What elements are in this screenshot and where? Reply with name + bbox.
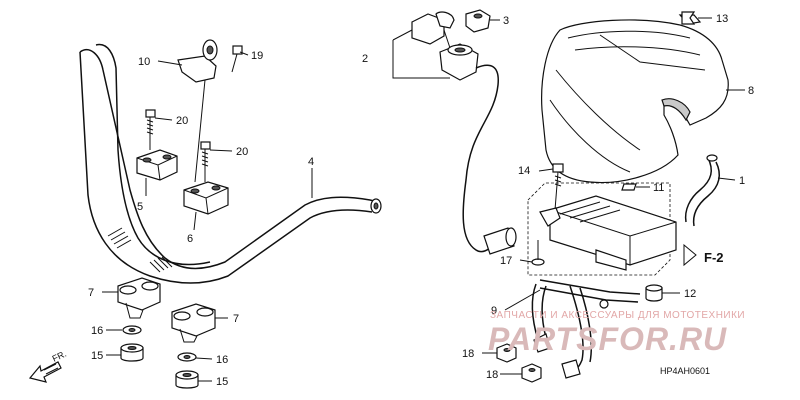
bracket-9	[531, 279, 641, 379]
reference-arrow	[683, 243, 697, 267]
bracket-line-2	[392, 29, 450, 79]
callout-20-right: 20	[236, 146, 248, 158]
nut-18-upper	[496, 343, 517, 363]
callout-18-upper: 18	[462, 348, 474, 360]
bolt-20-left	[145, 109, 156, 150]
callout-8: 8	[748, 85, 754, 97]
control-module	[549, 195, 677, 271]
front-direction-label: FR.	[51, 349, 68, 364]
callout-14: 14	[518, 165, 530, 177]
clip-13	[681, 11, 696, 25]
callout-4: 4	[308, 156, 314, 168]
callout-17: 17	[500, 255, 512, 267]
bolt-20-right	[200, 141, 211, 182]
callout-20-left: 20	[176, 115, 188, 127]
upper-holder-left	[136, 149, 178, 181]
callout-7-right: 7	[233, 313, 239, 325]
washer-16-left	[122, 325, 142, 335]
lower-holder-left	[117, 277, 161, 319]
callout-2: 2	[362, 53, 368, 65]
front-arrow-icon	[28, 361, 62, 383]
module-frame	[527, 182, 671, 276]
washer-16-right	[177, 352, 197, 362]
diagram-code: HP4AH0601	[660, 366, 710, 376]
switch-cable	[462, 64, 517, 255]
callout-3: 3	[503, 15, 509, 27]
lower-holder-right	[171, 303, 216, 343]
callout-7-left: 7	[88, 287, 94, 299]
upper-holder-right	[183, 181, 229, 215]
nut-12	[645, 284, 663, 302]
callout-15-right: 15	[216, 376, 228, 388]
callout-19: 19	[251, 50, 263, 62]
callout-labels: 1 2 3 4 5 6 7 7 8 9 10 11 12 13 14 15 15…	[88, 13, 754, 388]
callout-10: 10	[138, 56, 150, 68]
callout-18-lower: 18	[486, 369, 498, 381]
clip-11	[621, 183, 637, 191]
nut-17	[531, 207, 561, 266]
nut-18-lower	[521, 363, 542, 383]
nut-15-left	[120, 343, 144, 362]
watermark-brand: PARTSFOR.RU	[488, 321, 727, 357]
handlebar	[79, 43, 382, 284]
callout-16-left: 16	[91, 325, 103, 337]
bolt-14	[552, 163, 564, 211]
callout-1: 1	[739, 175, 745, 187]
callout-12: 12	[684, 288, 696, 300]
callout-5: 5	[137, 201, 143, 213]
callout-13: 13	[716, 13, 728, 25]
bolt-19	[231, 45, 243, 73]
callout-9: 9	[491, 305, 497, 317]
breather-tube	[684, 154, 721, 227]
callout-11: 11	[653, 182, 664, 194]
switch-cap-3	[465, 9, 491, 33]
bracket-10	[177, 39, 218, 183]
front-cover	[541, 14, 729, 184]
reference-f2-label: F-2	[704, 250, 724, 265]
nut-15-right	[175, 370, 199, 389]
switch-assembly	[411, 11, 479, 81]
callout-6: 6	[187, 233, 193, 245]
callout-16-right: 16	[216, 354, 228, 366]
callout-15-left: 15	[91, 350, 103, 362]
leader-lines	[102, 17, 745, 382]
front-direction-indicator: FR.	[28, 349, 68, 383]
watermark-tagline: ЗАПЧАСТИ И АКСЕССУАРЫ ДЛЯ МОТОТЕХНИКИ	[490, 310, 745, 321]
